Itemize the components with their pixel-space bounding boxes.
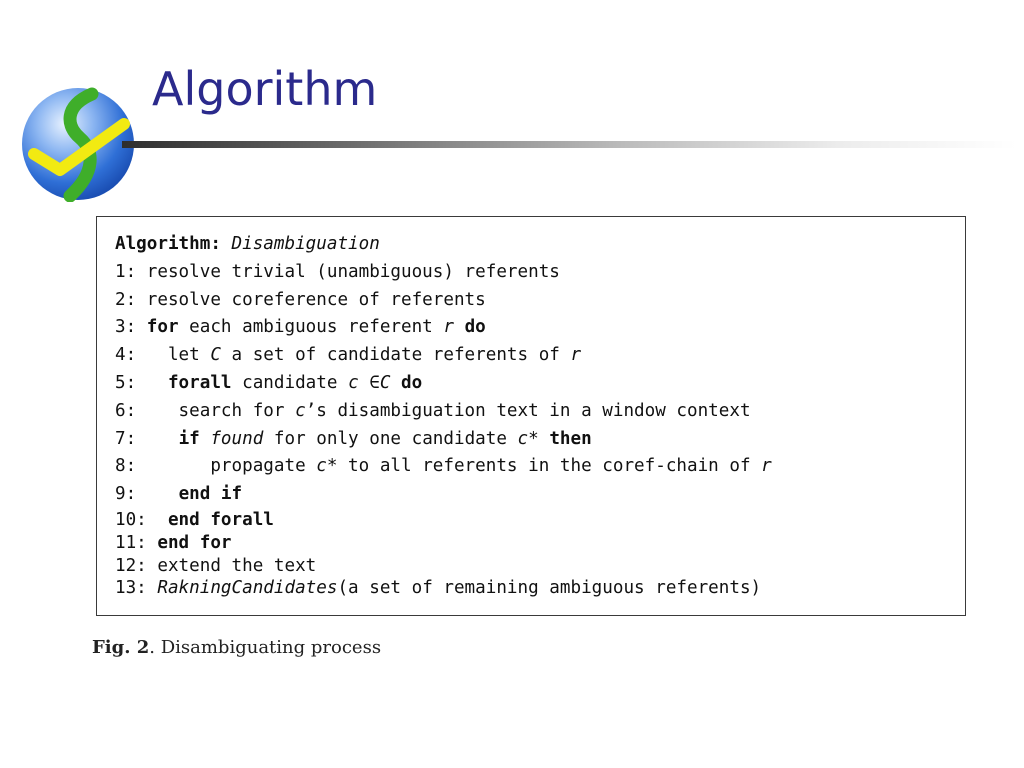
code-text: candidate: [231, 372, 349, 393]
line-number: 8:: [115, 456, 137, 477]
algorithm-line: 13: RakningCandidates(a set of remaining…: [115, 577, 772, 600]
variable: c: [295, 400, 306, 421]
algorithm-line: 6: search for c’s disambiguation text in…: [115, 398, 772, 426]
line-number: 9:: [115, 484, 137, 505]
code-text: let: [136, 345, 211, 366]
algorithm-box: Algorithm: Disambiguation 1: resolve tri…: [96, 216, 966, 616]
code-text: ’s disambiguation text in a window conte…: [305, 400, 751, 421]
code-text: search for: [136, 400, 296, 421]
algorithm-line: 4: let C a set of candidate referents of…: [115, 342, 772, 370]
figure-caption-label: Fig. 2: [92, 637, 150, 658]
code-text: [147, 578, 158, 598]
code-text: (a set of remaining ambiguous referents): [337, 578, 762, 599]
code-text: each ambiguous referent: [178, 317, 444, 338]
code-text: for only one candidate: [263, 428, 518, 449]
code-text: resolve trivial (unambiguous) referents: [136, 261, 560, 282]
variable: C: [379, 372, 391, 393]
line-number: 6:: [115, 400, 137, 421]
line-number: 4:: [115, 345, 137, 366]
algorithm-line: 5: forall candidate c ∈C do: [115, 370, 772, 398]
line-number: 3:: [115, 317, 137, 338]
figure-caption-text: . Disambiguating process: [149, 637, 382, 658]
code-text: [136, 373, 168, 393]
algorithm-line: 1: resolve trivial (unambiguous) referen…: [115, 259, 772, 287]
line-number: 12:: [115, 555, 147, 576]
code-text: [147, 533, 158, 553]
algorithm-line: 10: end forall: [115, 509, 772, 532]
algorithm-line: 11: end for: [115, 532, 772, 555]
variable: C: [210, 345, 221, 366]
variable: r: [761, 456, 772, 477]
slide-title: Algorithm: [152, 62, 378, 116]
variable: r: [443, 317, 454, 338]
line-number: 5:: [115, 372, 137, 393]
line-number: 7:: [115, 428, 137, 449]
code-text: [147, 510, 168, 530]
code-text: ∈: [358, 372, 380, 393]
line-number: 1:: [115, 261, 137, 282]
variable: c: [348, 372, 359, 393]
code-text: [136, 484, 178, 504]
algorithm-header-name: Disambiguation: [231, 234, 380, 254]
algorithm-line: 8: propagate c* to all referents in the …: [115, 453, 772, 481]
keyword: forall: [167, 372, 232, 393]
figure-caption: Fig. 2. Disambiguating process: [92, 637, 381, 658]
algorithm-line: 3: for each ambiguous referent r do: [115, 314, 772, 342]
code-text: [390, 373, 401, 393]
code-text: to all referents in the coref-chain of: [337, 456, 762, 477]
algorithm-listing: Algorithm: Disambiguation 1: resolve tri…: [115, 231, 772, 600]
keyword: end forall: [167, 509, 274, 530]
code-text: [200, 429, 211, 449]
code-text: [136, 317, 147, 337]
algorithm-header: Algorithm: Disambiguation: [115, 231, 772, 259]
code-text: extend the text: [146, 555, 317, 576]
keyword: do: [464, 317, 486, 338]
variable: c*: [517, 428, 539, 449]
algorithm-line: 12: extend the text: [115, 555, 772, 578]
variable: found: [210, 428, 264, 449]
variable: r: [570, 345, 582, 366]
logo-icon: [22, 87, 134, 202]
code-text: [136, 429, 178, 449]
keyword: then: [549, 428, 592, 449]
algorithm-line: 2: resolve coreference of referents: [115, 287, 772, 315]
variable: c*: [316, 456, 338, 477]
algorithm-line: 7: if found for only one candidate c* th…: [115, 426, 772, 454]
keyword: if: [178, 428, 200, 449]
variable: RakningCandidates: [157, 578, 338, 599]
code-text: propagate: [136, 456, 317, 477]
code-text: [454, 317, 465, 337]
code-text: a set of candidate referents of: [220, 345, 571, 366]
title-divider: [122, 141, 1017, 148]
keyword: for: [146, 317, 179, 338]
line-number: 11:: [115, 532, 147, 553]
keyword: end if: [178, 484, 243, 505]
line-number: 2:: [115, 289, 137, 310]
code-text: resolve coreference of referents: [136, 289, 486, 310]
line-number: 10:: [115, 509, 147, 530]
keyword: end for: [157, 532, 232, 553]
line-number: 13:: [115, 578, 147, 599]
keyword: do: [401, 372, 423, 393]
algorithm-header-label: Algorithm:: [115, 234, 221, 254]
code-text: [539, 429, 550, 449]
algorithm-line: 9: end if: [115, 481, 772, 509]
